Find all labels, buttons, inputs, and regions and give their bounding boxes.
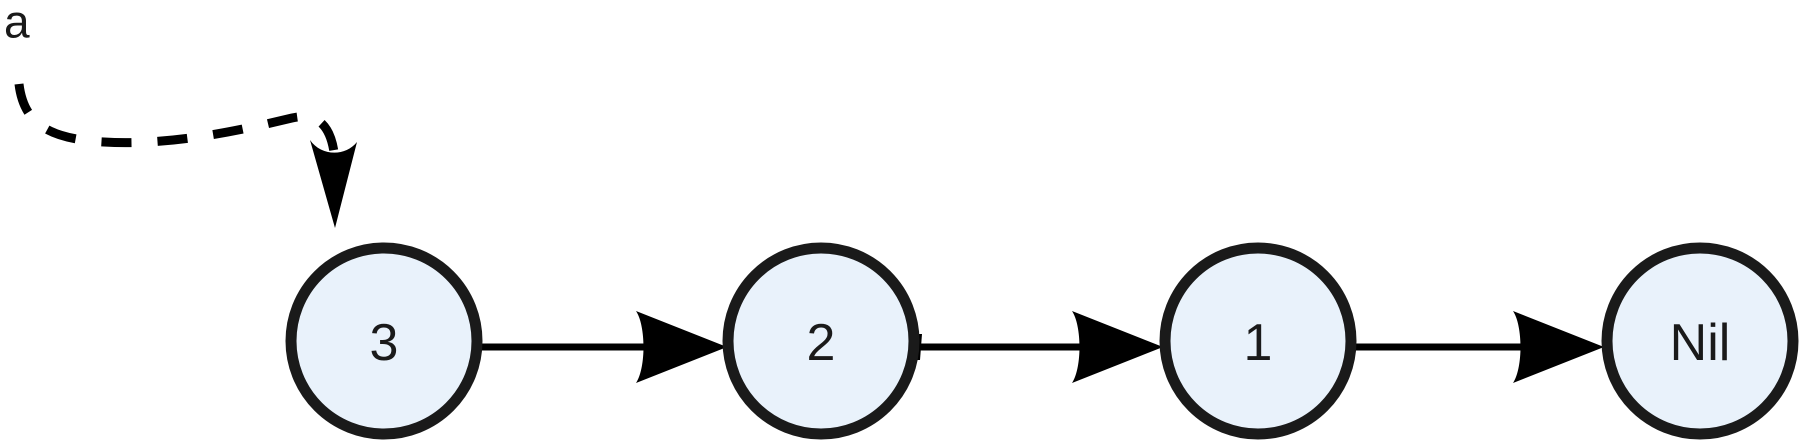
pointer-edge-a-to-node-3	[14, 83, 357, 228]
node-3-label: 3	[370, 314, 399, 372]
node-2-circle[interactable]	[722, 242, 920, 440]
edge-n2-n1	[915, 311, 1163, 383]
edge-n3-n2-arrowhead	[636, 311, 727, 383]
dashed-pointer-path	[14, 83, 339, 153]
edge-n2-n1-arrowhead	[1072, 311, 1163, 383]
node-2-label: 2	[807, 314, 836, 372]
node-nil[interactable]: Nil	[1601, 242, 1799, 440]
edge-n1-nnil	[1355, 311, 1604, 383]
node-3-circle[interactable]	[285, 242, 483, 440]
node-1[interactable]: 1	[1159, 242, 1357, 440]
node-2[interactable]: 2	[722, 242, 920, 440]
node-3[interactable]: 3	[285, 242, 483, 440]
variable-label-a: a	[4, 0, 30, 48]
edge-n1-nnil-arrowhead	[1513, 311, 1604, 383]
node-nil-label: Nil	[1670, 314, 1731, 372]
edge-n3-n2	[482, 311, 727, 383]
node-1-circle[interactable]	[1159, 242, 1357, 440]
node-1-label: 1	[1244, 314, 1273, 372]
dashed-pointer-arrowhead	[310, 140, 357, 228]
node-nil-circle[interactable]	[1601, 242, 1799, 440]
